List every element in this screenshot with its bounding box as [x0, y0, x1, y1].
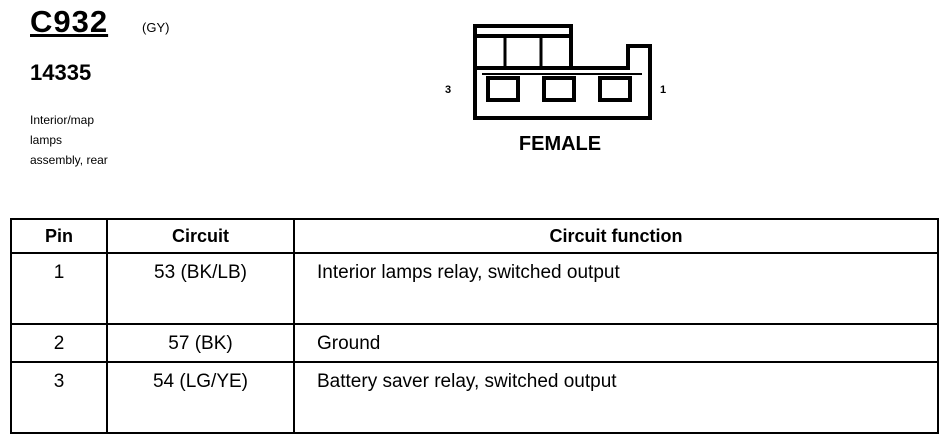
cell-pin: 2	[10, 322, 108, 364]
cell-function: Battery saver relay, switched output	[293, 361, 939, 434]
pin-cavity-1	[598, 76, 632, 102]
connector-gender: FEMALE	[518, 133, 602, 155]
cell-pin: 3	[10, 361, 108, 434]
header-circuit: Circuit	[106, 218, 295, 254]
cell-circuit: 57 (BK)	[106, 322, 295, 364]
cell-circuit: 53 (BK/LB)	[106, 252, 295, 325]
connector-face-diagram	[473, 24, 652, 120]
table-row: 1 53 (BK/LB) Interior lamps relay, switc…	[10, 252, 939, 325]
color-code: (GY)	[142, 20, 170, 35]
cell-function: Interior lamps relay, switched output	[293, 252, 939, 325]
header-function: Circuit function	[293, 218, 939, 254]
cell-circuit: 54 (LG/YE)	[106, 361, 295, 434]
table-row: 3 54 (LG/YE) Battery saver relay, switch…	[10, 361, 939, 434]
table-row: 2 57 (BK) Ground	[10, 322, 939, 364]
description-line: lamps	[30, 133, 63, 147]
cell-function: Ground	[293, 322, 939, 364]
table-header-row: Pin Circuit Circuit function	[10, 218, 939, 254]
part-number: 14335	[30, 60, 92, 85]
connector-id: C932	[30, 4, 109, 39]
connector-housing	[473, 44, 652, 120]
header-pin: Pin	[10, 218, 108, 254]
pin-cavity-3	[486, 76, 520, 102]
description: Interior/map lamps assembly, rear	[30, 110, 190, 170]
pin-label-left: 3	[445, 84, 452, 96]
pin-cavity-2	[542, 76, 576, 102]
description-line: assembly, rear	[30, 153, 108, 167]
description-line: Interior/map	[30, 113, 95, 127]
cell-pin: 1	[10, 252, 108, 325]
pin-label-right: 1	[660, 84, 667, 96]
connector-lock-tab	[473, 24, 573, 70]
pin-table: Pin Circuit Circuit function 1 53 (BK/LB…	[10, 218, 939, 434]
